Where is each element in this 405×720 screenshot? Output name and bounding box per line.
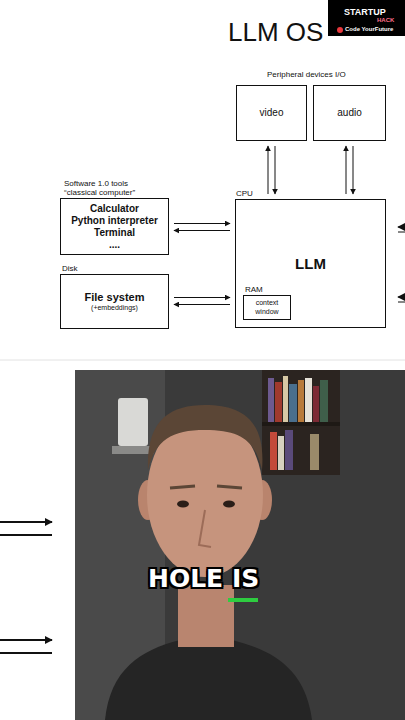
box-body: context window [244,296,290,319]
video-frame [112,446,154,454]
video-frame [118,398,148,446]
person [217,486,242,488]
person [170,486,195,488]
box-text: Terminal [94,227,135,239]
box-text: .... [109,239,120,251]
memory-box: context windowRAM [243,295,291,320]
logo [328,0,405,36]
bookshelf [278,436,284,470]
arrow-connector [346,146,347,194]
logo [337,27,343,33]
bookshelf [305,378,312,422]
edge-arrows [398,227,405,228]
bookshelf [268,378,274,422]
bookshelf [289,384,297,422]
box-text: Calculator [90,203,139,215]
video-caption: HOLE IS [148,564,259,593]
arrow-connector [174,297,230,298]
arrow-connector [268,146,269,194]
box-text: LLM [295,255,326,273]
arrow-connector [174,304,230,305]
bookshelf [262,370,340,475]
box-text: context window [247,299,287,316]
zoom-arrows [0,521,52,523]
diagram-title: LLM OS [228,17,323,48]
bookshelf [275,382,282,422]
bookshelf [262,422,340,426]
edge-arrows [398,227,405,302]
edge-arrows [398,232,405,233]
box-heading: Software 1.0 tools “classical computer” [64,179,160,197]
box-body: LLM [236,200,385,327]
edge-arrows [398,297,405,298]
box-text: Python interpreter [71,215,158,227]
person [177,501,189,508]
arrow-connector [174,230,230,231]
separator-line [0,360,405,361]
person [223,501,235,508]
bookshelf [298,380,304,422]
component-box: audio [313,85,386,141]
bookshelf [283,376,288,422]
component-box: File system(+embeddings)Disk [60,274,169,329]
box-text: File system [85,291,145,304]
bookshelf [270,432,277,470]
box-body: CalculatorPython interpreterTerminal.... [61,199,168,254]
cpu-box: context windowRAMLLMCPU [235,199,386,328]
arrow-connector [174,223,230,224]
person [105,640,312,720]
box-heading: CPU [236,189,296,198]
box-body: audio [314,86,385,140]
logo [328,0,405,36]
video-frame [75,370,405,720]
box-heading: RAM [245,285,285,294]
box-body: File system(+embeddings) [61,275,168,328]
box-body: video [237,86,306,140]
arrow-connector [353,146,354,194]
edge-arrows [398,302,405,303]
box-text: video [260,107,284,119]
group-label: Peripheral devices I/O [267,70,346,79]
logo-text: Code YourFuture [345,26,393,32]
person [105,405,312,720]
box-text: audio [337,107,361,119]
logo-text: HACK [377,17,394,23]
caption-underline [228,598,258,602]
arrow-connector [275,146,276,194]
person [178,585,234,647]
logo-text: STARTUP [344,7,386,17]
component-box: video [236,85,307,141]
person [148,405,263,470]
box-text: (+embeddings) [91,304,138,312]
bookshelf [285,430,293,470]
zoom-arrows [0,639,52,641]
bookshelf [310,434,319,470]
component-box: CalculatorPython interpreterTerminal....… [60,198,169,255]
bookshelf [262,370,340,475]
bookshelf [320,380,328,422]
video-frame [75,370,405,720]
zoom-arrows [0,652,52,654]
bookshelf [313,386,319,422]
zoom-arrows [0,522,52,653]
zoom-arrows [0,534,52,536]
box-heading: Disk [62,264,122,273]
person [199,510,211,547]
